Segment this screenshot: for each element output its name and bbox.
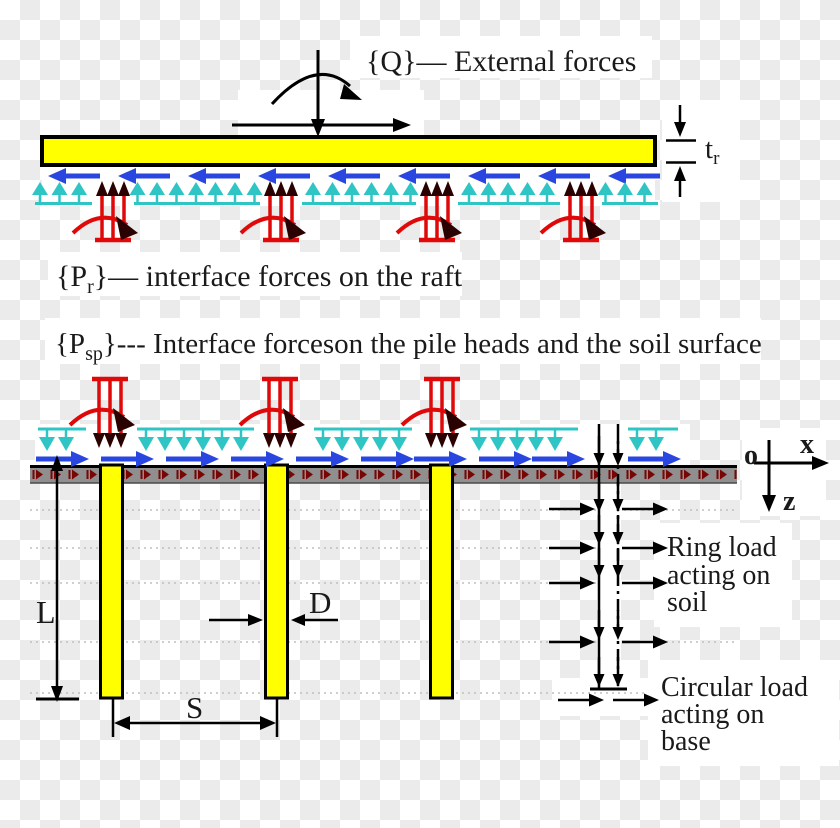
circular-load-box (648, 660, 839, 766)
origin-label: o (744, 440, 758, 471)
pile-diameter-label: D (309, 585, 331, 620)
svg-text:acting on: acting on (661, 699, 764, 730)
ring-load-label: Ring load acting on soil (667, 532, 777, 618)
moment-arc-icon (270, 72, 351, 106)
x-axis-label: x (800, 429, 814, 460)
external-forces-label: {Q}— External forces (366, 45, 636, 78)
pile-1 (99, 463, 124, 700)
raft-thickness-dimension (666, 105, 696, 197)
circular-load-label: Circular load acting on base (661, 672, 808, 757)
depth-dotted-lines (30, 509, 735, 694)
svg-text:Ring load: Ring load (667, 532, 777, 563)
white-backgrounds (35, 36, 826, 716)
coordinate-axes (754, 440, 829, 512)
soil-uplift-rows (37, 427, 678, 453)
pile-spacing-label: S (186, 690, 203, 725)
svg-text:acting on: acting on (667, 560, 770, 591)
raft-interface-label: {Pr}— interface forces on the raft (56, 260, 463, 298)
pile-3 (429, 463, 454, 700)
ring-load-box (654, 523, 792, 627)
pile-spacing-dimension (111, 699, 279, 737)
soil-surface-bar (30, 465, 737, 484)
svg-text:Circular load: Circular load (661, 672, 808, 703)
z-axis-label: z (783, 486, 795, 517)
pile-length-dimension (36, 455, 79, 702)
raft (40, 135, 657, 167)
pile-length-label: L (36, 594, 56, 630)
soil-interface-label: {Psp}--- Interface forceson the pile hea… (55, 328, 762, 365)
raft-thickness-label: tr (705, 133, 720, 169)
pile-diameter-dimension (209, 614, 338, 626)
svg-text:soil: soil (667, 587, 708, 618)
svg-text:base: base (661, 726, 711, 757)
pile-2 (264, 463, 289, 700)
external-force-arrows (232, 50, 411, 137)
